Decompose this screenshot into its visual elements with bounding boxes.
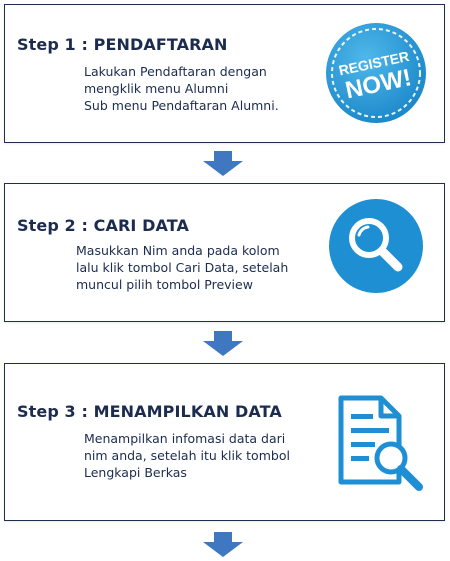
step-1-title: Step 1 : PENDAFTARAN [17, 35, 228, 54]
document-search-icon [338, 395, 423, 491]
magnifier-icon [329, 199, 423, 293]
step-3-title: Step 3 : MENAMPILKAN DATA [17, 402, 282, 421]
down-arrow-icon [203, 331, 243, 356]
step-1-description-line: Lakukan Pendaftaran dengan [84, 64, 267, 79]
step-3-description-line: nim anda, setelah itu klik tombol [84, 448, 290, 463]
register-now-badge-icon: REGISTER NOW! [326, 23, 426, 123]
step-2-description: Masukkan Nim anda pada kolom lalu klik t… [76, 242, 288, 293]
step-1-description-line: mengklik menu Alumni [84, 81, 229, 96]
down-arrow-icon [203, 151, 243, 176]
step-3-description-line: Lengkapi Berkas [84, 465, 187, 480]
step-2-box: Step 2 : CARI DATA Masukkan Nim anda pad… [4, 183, 445, 322]
step-1-box: Step 1 : PENDAFTARAN Lakukan Pendaftaran… [4, 4, 445, 143]
step-3-description-line: Menampilkan infomasi data dari [84, 431, 286, 446]
step-2-description-line: lalu klik tombol Cari Data, setelah [76, 260, 289, 275]
step-1-description-line: Sub menu Pendaftaran Alumni. [84, 98, 279, 113]
down-arrow-icon [203, 532, 243, 557]
step-2-title: Step 2 : CARI DATA [17, 216, 189, 235]
step-2-description-line: Masukkan Nim anda pada kolom [76, 243, 280, 258]
step-1-description: Lakukan Pendaftaran dengan mengklik menu… [84, 63, 279, 114]
step-2-description-line: muncul pilih tombol Preview [76, 277, 253, 292]
step-3-box: Step 3 : MENAMPILKAN DATA Menampilkan in… [4, 363, 445, 521]
step-3-description: Menampilkan infomasi data dari nim anda,… [84, 430, 290, 481]
